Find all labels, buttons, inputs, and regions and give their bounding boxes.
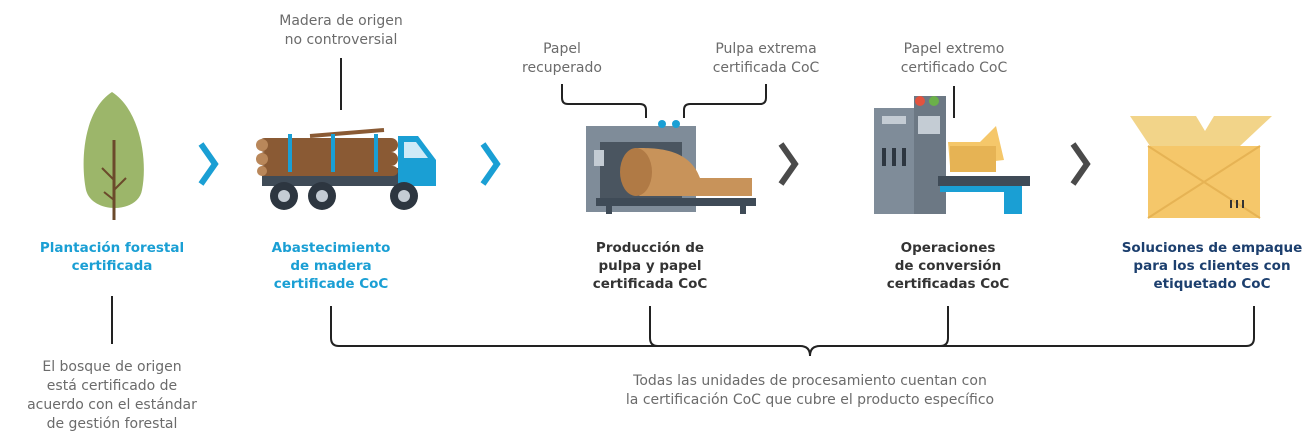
stage-label-line: Abastecimiento — [271, 240, 391, 256]
stage-label-line: etiquetado CoC — [1153, 276, 1271, 292]
note-line: certificada CoC — [712, 60, 820, 76]
note-line: está certificado de — [46, 378, 178, 394]
stage-label-line: Soluciones de empaque — [1121, 240, 1303, 256]
chevron-arrow-2 — [480, 142, 501, 186]
note-line: Papel — [543, 41, 581, 57]
stage-label-packaging: Soluciones de empaque para los clientes … — [1122, 239, 1303, 293]
stage-label-line: Plantación forestal — [39, 240, 185, 256]
note-line: certificado CoC — [900, 60, 1008, 76]
cardboard-box-icon — [1130, 116, 1272, 219]
paper-machine-icon — [586, 120, 756, 214]
connector-lines — [111, 58, 1255, 357]
note-line: la certificación CoC que cubre el produc… — [625, 392, 995, 408]
stage-label-wood-supply: Abastecimiento de madera certificade CoC — [272, 239, 391, 293]
note-line: acuerdo con el estándar — [27, 397, 197, 413]
converting-machine-icon — [874, 96, 1030, 214]
note-line: Papel extremo — [903, 41, 1005, 57]
note-external-pulp: Pulpa extrema certificada CoC — [713, 40, 820, 78]
stage-label-line: Producción de — [595, 240, 705, 256]
note-line: de gestión forestal — [46, 416, 178, 432]
note-external-paper: Papel extremo certificado CoC — [901, 40, 1008, 78]
note-line: El bosque de origen — [42, 359, 182, 375]
stage-label-line: certificada CoC — [592, 276, 708, 292]
stage-label-plantation: Plantación forestal certificada — [40, 239, 184, 275]
note-line: recuperado — [522, 60, 602, 76]
note-line: Pulpa extrema — [715, 41, 817, 57]
chevron-arrow-4 — [1070, 142, 1091, 186]
chevron-arrow-1 — [198, 142, 219, 186]
note-processing-units: Todas las unidades de procesamiento cuen… — [626, 372, 994, 410]
chevron-arrow-3 — [778, 142, 799, 186]
note-line: Todas las unidades de procesamiento cuen… — [633, 373, 987, 389]
log-truck-icon — [256, 128, 436, 210]
stage-label-conversion: Operaciones de conversión certificadas C… — [887, 239, 1010, 293]
note-forest-standard: El bosque de origen está certificado de … — [27, 358, 197, 434]
tree-icon — [83, 92, 144, 220]
stage-label-line: de madera — [290, 258, 372, 274]
stage-label-line: para los clientes con — [1133, 258, 1291, 274]
stage-label-line: Operaciones — [900, 240, 996, 256]
stage-label-line: certificadas CoC — [886, 276, 1010, 292]
stage-label-line: pulpa y papel — [598, 258, 702, 274]
note-line: no controversial — [284, 32, 398, 48]
stage-label-line: certificade CoC — [273, 276, 389, 292]
stage-label-line: de conversión — [894, 258, 1002, 274]
note-recovered-paper: Papel recuperado — [522, 40, 602, 78]
note-wood-origin: Madera de origen no controversial — [279, 12, 402, 50]
stage-label-line: certificada — [71, 258, 153, 274]
stage-label-pulp-production: Producción de pulpa y papel certificada … — [593, 239, 708, 293]
note-line: Madera de origen — [279, 13, 403, 29]
